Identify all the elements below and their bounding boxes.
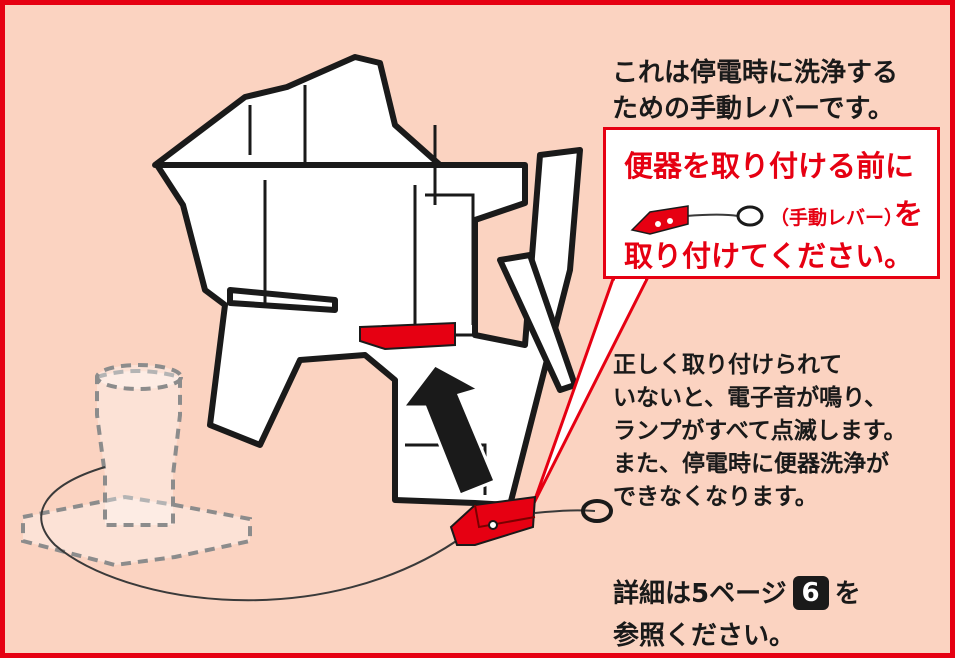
warning-text: 正しく取り付けられて いないと、電子音が鳴り、 ランプがすべて点滅します。 また… [613,349,953,514]
particle: を [894,197,924,231]
callout-line: 取り付けてください。 [624,239,914,273]
insert-direction-arrow [399,363,497,497]
tank-body [152,54,583,508]
reference-line: 参照ください。 [613,621,796,651]
warning-line: また、停電時に便器洗浄が [613,451,889,477]
warning-line: できなくなります。 [613,484,818,510]
reference-prefix: 詳細は5ページ [613,579,787,609]
intro-text: これは停電時に洗浄する ための手動レバーです。 [612,55,942,127]
callout-box: 便器を取り付ける前に （手動レバー） を 取り付けてください。 [603,127,940,279]
drain-flange-outline [21,363,252,568]
callout-line-lever: （手動レバー） を [626,194,936,238]
manual-lever [449,495,537,546]
tank-illustration [21,54,649,602]
lever-ring [581,499,613,523]
intro-line: ための手動レバーです。 [612,94,894,124]
warning-line: ランプがすべて点滅します。 [613,418,907,444]
warning-line: いないと、電子音が鳴り、 [613,385,888,411]
callout-line: 便器を取り付ける前に [624,149,915,183]
lever-name: （手動レバー） [770,207,904,229]
lever-wire [40,466,466,602]
manual-lever-icon [630,205,764,235]
lever-slot [359,321,456,351]
step-number-badge: 6 [792,576,829,610]
intro-line: これは停電時に洗浄する [612,58,899,88]
warning-line: 正しく取り付けられて [613,352,843,378]
reference-suffix: を [834,579,861,609]
